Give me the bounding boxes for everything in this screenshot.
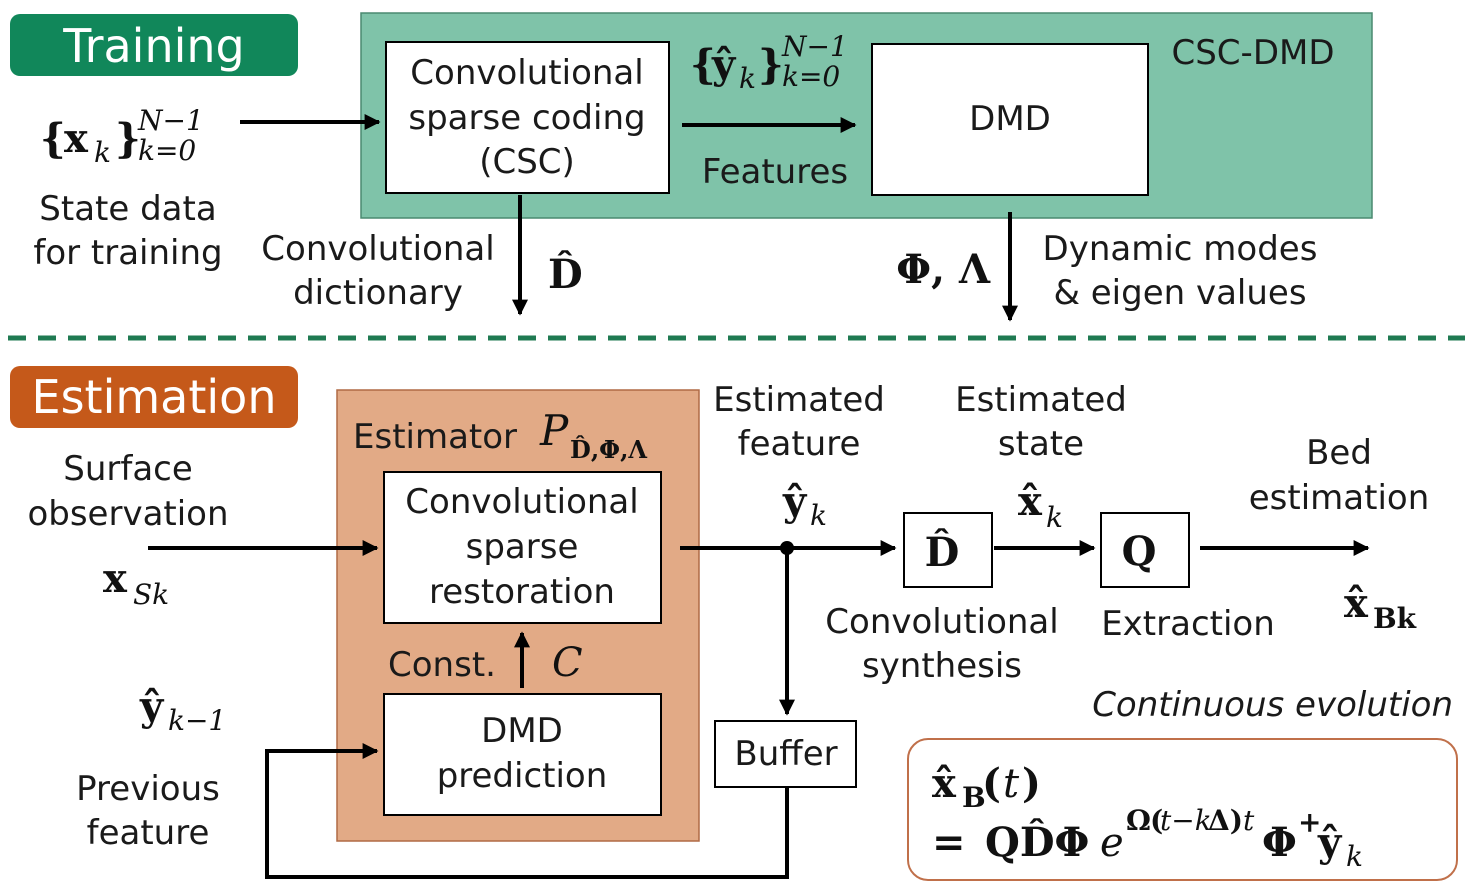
dictionary-symbol: D̂: [548, 251, 583, 298]
csc-box-line-2: sparse coding: [408, 98, 645, 138]
extraction-box: [1100, 512, 1190, 588]
restoration-box: [383, 471, 662, 624]
synthesis-box: [903, 512, 993, 588]
modes-symbol: Φ, Λ: [896, 246, 991, 293]
est-state-label-2: state: [998, 424, 1084, 464]
svg-text:Δ): Δ): [1208, 804, 1243, 837]
svg-text:{: {: [690, 41, 716, 88]
est-state-label-1: Estimated: [955, 380, 1127, 420]
dmd-box: [871, 43, 1149, 196]
csc-box-line-1: Convolutional: [410, 53, 643, 93]
surface-label-2: observation: [27, 494, 228, 534]
surface-symbol: x: [103, 555, 128, 602]
synthesis-label-2: synthesis: [862, 646, 1022, 686]
svg-text:k: k: [1346, 840, 1363, 873]
est-feature-symbol: ŷ: [782, 478, 808, 525]
svg-text:x: x: [64, 115, 89, 162]
svg-text:}: }: [115, 115, 141, 162]
est-feature-subscript: k: [810, 499, 827, 532]
svg-text:QD̂Φ: QD̂Φ: [985, 819, 1089, 866]
estimator-label: Estimator: [353, 417, 517, 457]
bed-label-1: Bed: [1306, 433, 1372, 473]
restoration-line-2: sparse: [466, 527, 579, 567]
estimation-tag-bg: [10, 366, 298, 428]
svg-text:k: k: [94, 136, 111, 169]
svg-text:t: t: [1243, 804, 1255, 837]
est-feature-label-1: Estimated: [713, 380, 885, 420]
bed-symbol: x̂: [1344, 580, 1369, 627]
svg-text:{: {: [40, 115, 66, 162]
svg-text:=: =: [932, 819, 966, 866]
bed-subscript: Bk: [1373, 602, 1417, 635]
training-tag: Training: [62, 19, 245, 73]
training-input-desc-1: State data: [39, 189, 216, 229]
prev-symbol: ŷ: [139, 683, 165, 730]
training-input-symbol: { x k } N−1 k=0: [40, 104, 204, 169]
feedback-loop-line: [265, 743, 789, 879]
svg-text:k: k: [739, 62, 756, 95]
modes-label-1: Dynamic modes: [1043, 229, 1318, 269]
svg-text:Φ: Φ: [1262, 819, 1297, 866]
svg-text:}: }: [758, 41, 784, 88]
dictionary-label-1: Convolutional: [261, 229, 494, 269]
csc-dmd-label: CSC-DMD: [1171, 33, 1334, 73]
svg-text:N−1: N−1: [137, 104, 204, 137]
restoration-line-3: restoration: [429, 572, 615, 612]
const-label: Const.: [388, 645, 496, 685]
prev-label-2: feature: [87, 813, 210, 853]
synthesis-symbol: D̂: [925, 529, 960, 576]
bed-label-2: estimation: [1249, 478, 1430, 518]
est-state-symbol: x̂: [1018, 478, 1043, 525]
buffer-label: Buffer: [734, 734, 837, 774]
svg-text:): ): [1022, 760, 1041, 807]
svg-text:B: B: [962, 781, 986, 814]
svg-text:(: (: [1150, 804, 1163, 837]
svg-text:x̂: x̂: [932, 760, 957, 807]
svg-text:e: e: [1100, 820, 1124, 866]
svg-text:k=0: k=0: [138, 134, 196, 167]
svg-text:t: t: [1003, 761, 1020, 807]
prediction-line-1: DMD: [481, 711, 563, 751]
dictionary-label-2: dictionary: [293, 273, 463, 313]
const-symbol: C: [552, 640, 583, 686]
svg-text:N−1: N−1: [781, 30, 848, 63]
surface-label-1: Surface: [63, 449, 193, 489]
est-feature-label-2: feature: [738, 424, 861, 464]
estimator-symbol: P: [539, 406, 569, 455]
estimation-tag: Estimation: [32, 370, 277, 424]
formula-line-1: x̂ B ( t ): [932, 760, 1041, 814]
training-input-desc-2: for training: [33, 233, 222, 273]
svg-text:ŷ: ŷ: [1317, 819, 1343, 866]
prediction-line-2: prediction: [437, 756, 608, 796]
prev-label-1: Previous: [76, 769, 220, 809]
prediction-box: [383, 693, 662, 816]
formula-line-2: = QD̂Φ e Ω ( t−k Δ) t Φ + ŷ k: [932, 804, 1363, 873]
synthesis-label-1: Convolutional: [825, 602, 1058, 642]
surface-subscript: Sk: [133, 578, 169, 611]
svg-text:t−k: t−k: [1160, 804, 1212, 837]
est-state-subscript: k: [1046, 501, 1063, 534]
extraction-symbol: Q: [1122, 528, 1157, 575]
svg-text:(: (: [982, 760, 1001, 807]
estimator-subscript: D̂,Φ,Λ: [570, 435, 647, 464]
modes-label-2: & eigen values: [1053, 273, 1306, 313]
csc-box: [385, 41, 670, 194]
features-symbol: { ŷ k } N−1 k=0: [690, 30, 848, 95]
features-label: Features: [702, 152, 848, 192]
dmd-box-label: DMD: [969, 99, 1051, 139]
csc-box-line-3: (CSC): [479, 142, 575, 182]
prev-subscript: k−1: [168, 704, 226, 737]
buffer-box: [714, 720, 857, 788]
extraction-label: Extraction: [1101, 604, 1275, 644]
continuous-evolution-label: Continuous evolution: [1092, 685, 1453, 725]
formula-box: [907, 738, 1458, 881]
training-tag-bg: [10, 14, 298, 76]
svg-text:ŷ: ŷ: [711, 41, 737, 88]
svg-text:Ω: Ω: [1126, 804, 1151, 837]
svg-text:+: +: [1298, 806, 1321, 839]
restoration-line-1: Convolutional: [405, 482, 638, 522]
svg-text:k=0: k=0: [782, 60, 840, 93]
